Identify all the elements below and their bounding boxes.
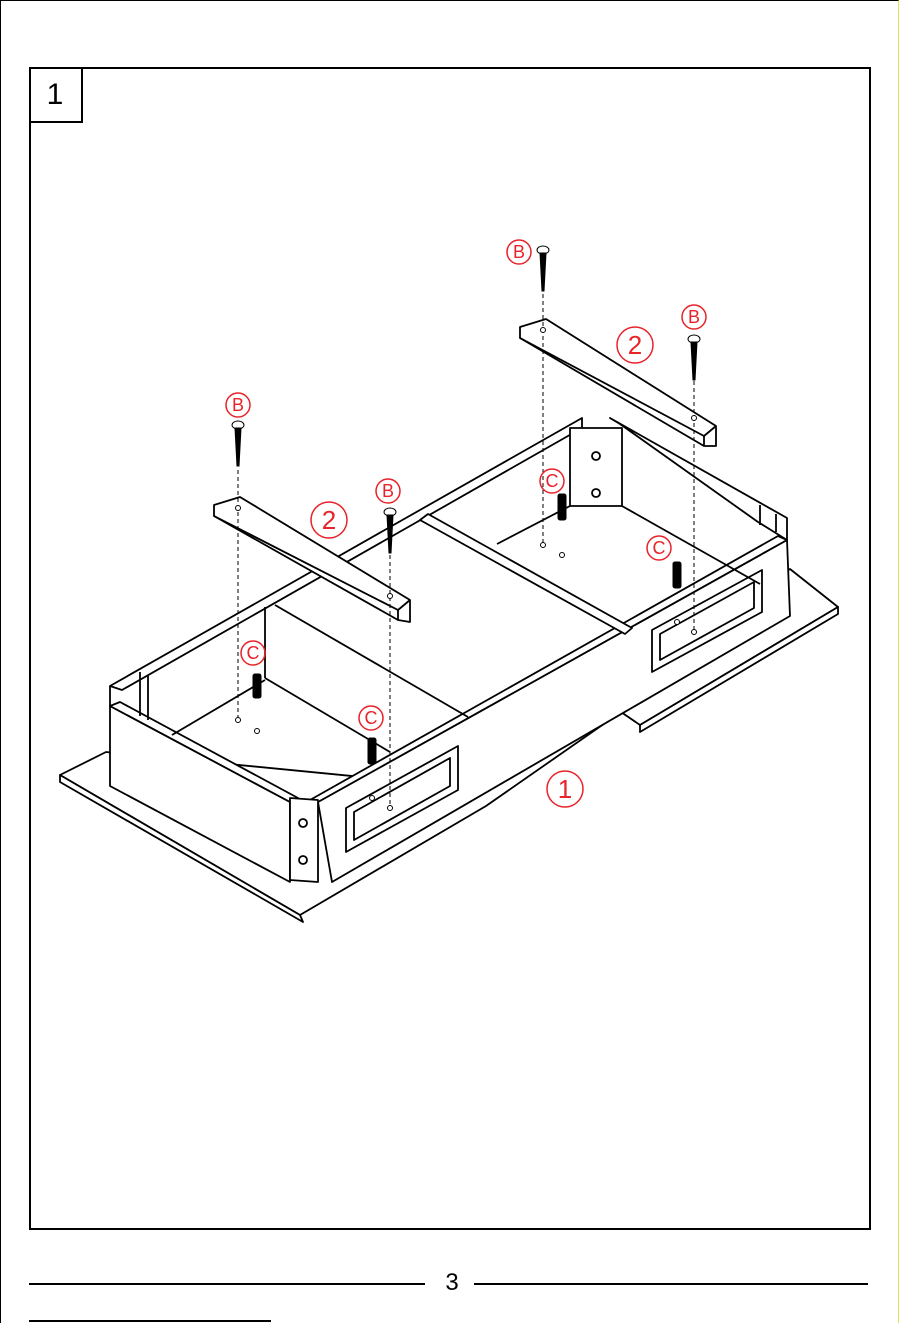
back-frame-rail [110, 418, 582, 690]
center-divider [420, 514, 632, 634]
callout-c-4: C [365, 708, 378, 728]
callout-c-1: C [546, 471, 559, 491]
footer-line-right [474, 1283, 868, 1285]
callout-b-2: B [688, 307, 700, 327]
screw-b-3 [537, 246, 549, 291]
callout-b-1: B [513, 242, 525, 262]
footer-line-left [29, 1283, 425, 1285]
callout-b-3: B [232, 395, 244, 415]
screw-b-1 [232, 421, 244, 466]
dowel-c-2 [368, 738, 376, 764]
callout-b-4: B [382, 481, 394, 501]
dowel-c-1 [253, 674, 261, 698]
callout-c-2: C [653, 538, 666, 558]
callout-c-3: C [247, 643, 260, 663]
dowel-c-4 [673, 562, 681, 588]
bottom-rule [29, 1320, 271, 1322]
page-number: 3 [432, 1268, 472, 1298]
callout-rail-right: 2 [628, 330, 642, 360]
callout-board: 1 [558, 774, 572, 804]
left-corner-block [290, 798, 318, 882]
dowel-c-3 [558, 494, 566, 520]
callout-rail-left: 2 [322, 505, 336, 535]
screw-b-4 [688, 335, 700, 380]
